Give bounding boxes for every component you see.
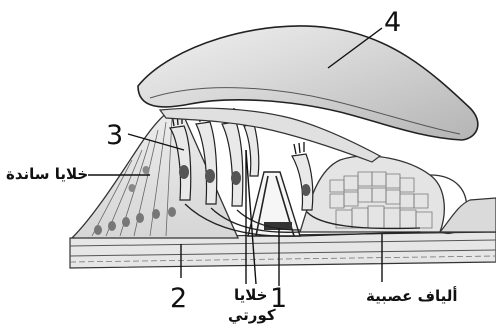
label-4: 4 (384, 9, 401, 36)
tunnel-of-corti (248, 172, 300, 236)
label-2: 2 (170, 285, 187, 312)
label-supporting-cells: خلايا ساندة (6, 167, 88, 182)
label-corti-cells-line1: خلايا (234, 288, 267, 303)
label-3: 3 (106, 122, 123, 149)
label-corti-cells-line2: كورتي (228, 308, 276, 323)
label-1: 1 (270, 285, 287, 312)
spiral-ligament (440, 198, 496, 232)
label-nerve-fibers: ألياف عصبية (366, 289, 458, 304)
